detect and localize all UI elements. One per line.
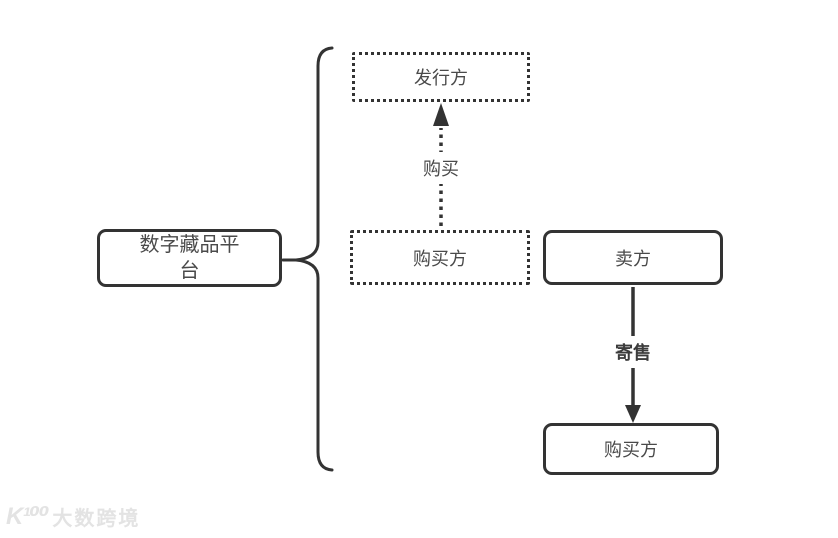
node-secondary-buyer-label: 购买方 xyxy=(604,440,658,460)
node-issuer-label: 发行方 xyxy=(414,68,468,88)
node-secondary-buyer: 购买方 xyxy=(543,423,719,475)
node-seller-label: 卖方 xyxy=(615,248,651,269)
watermark: K¹⁰⁰ 大数跨境 xyxy=(6,502,140,531)
node-seller: 卖方 xyxy=(543,230,723,285)
node-primary-buyer-label: 购买方 xyxy=(413,248,467,269)
watermark-logo-icon: K¹⁰⁰ xyxy=(6,503,49,530)
curly-brace xyxy=(295,46,334,472)
watermark-text: 大数跨境 xyxy=(52,508,141,530)
node-primary-buyer: 购买方 xyxy=(350,230,530,285)
purchase-edge-label: 购买 xyxy=(418,152,464,184)
consignment-arrowhead-down-icon xyxy=(625,405,641,423)
node-issuer: 发行方 xyxy=(352,52,530,102)
node-platform-label: 数字藏品平台 xyxy=(139,234,240,282)
purchase-arrowhead-up-icon xyxy=(433,103,449,126)
node-platform: 数字藏品平台 xyxy=(97,229,282,287)
consignment-edge-label: 寄售 xyxy=(610,336,656,368)
